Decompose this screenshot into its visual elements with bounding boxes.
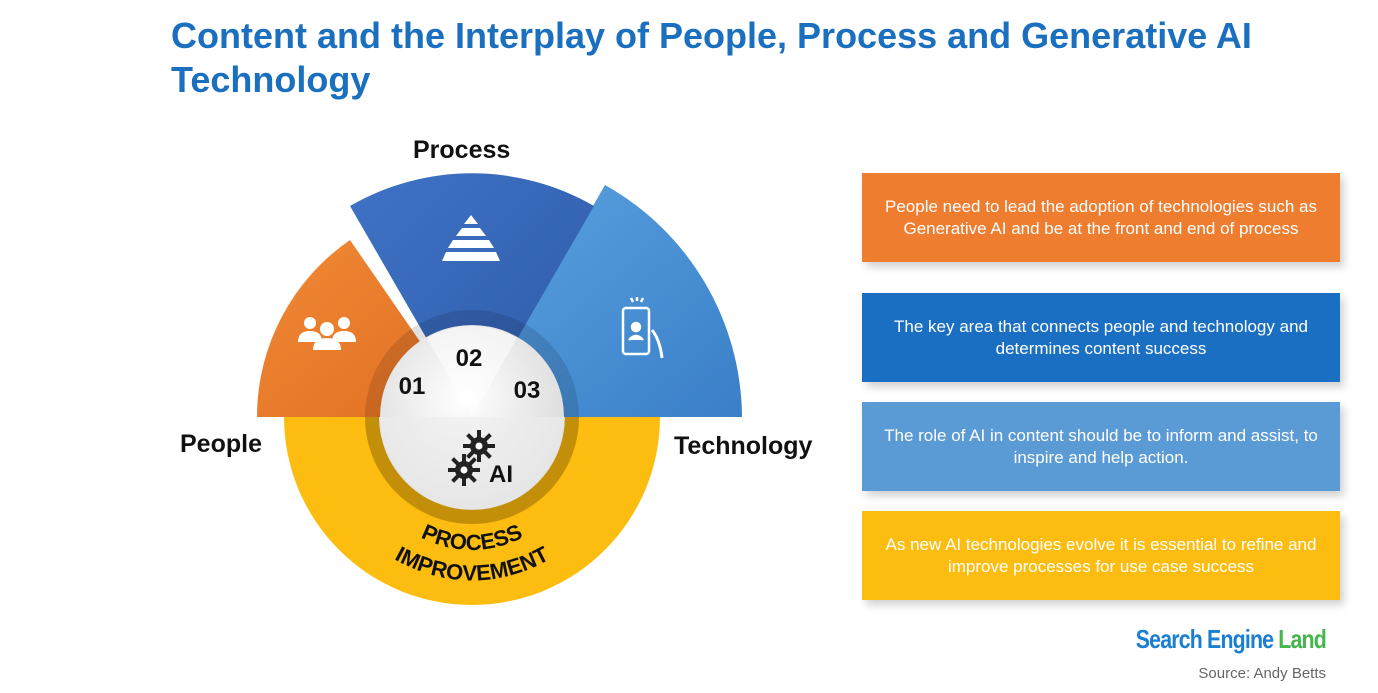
- label-process: Process: [413, 136, 511, 164]
- box-process: The key area that connects people and te…: [862, 293, 1340, 382]
- people-group-icon: [298, 317, 356, 350]
- process-sector: [350, 173, 594, 417]
- box-technology-text: The role of AI in content should be to i…: [884, 425, 1318, 467]
- source-credit: Source: Andy Betts: [1198, 665, 1326, 682]
- pyramid-icon: [442, 215, 500, 261]
- number-03: 03: [514, 377, 541, 404]
- number-02: 02: [456, 345, 483, 372]
- gears-icon: [448, 430, 495, 486]
- box-people: People need to lead the adoption of tech…: [862, 173, 1340, 262]
- brand-search-engine: Search Engine: [1135, 624, 1279, 654]
- venn-wheel-diagram: 01 02 03 AI: [257, 173, 742, 605]
- label-people: People: [180, 430, 262, 458]
- ring-inner-shadow: [365, 417, 579, 524]
- box-process-improvement: As new AI technologies evolve it is esse…: [862, 511, 1340, 600]
- box-process-improvement-text: As new AI technologies evolve it is esse…: [885, 534, 1317, 576]
- page-title: Content and the Interplay of People, Pro…: [171, 15, 1252, 100]
- center-ai-label: AI: [489, 461, 513, 488]
- number-01: 01: [399, 373, 426, 400]
- box-people-text: People need to lead the adoption of tech…: [885, 196, 1317, 238]
- box-process-text: The key area that connects people and te…: [894, 316, 1308, 358]
- smartphone-user-icon: [621, 297, 664, 359]
- search-engine-land-logo: Search Engine Land: [1135, 624, 1327, 655]
- box-technology: The role of AI in content should be to i…: [862, 402, 1340, 491]
- center-wedge-top: [427, 326, 517, 417]
- brand-land: Land: [1278, 624, 1326, 654]
- label-technology: Technology: [674, 432, 813, 460]
